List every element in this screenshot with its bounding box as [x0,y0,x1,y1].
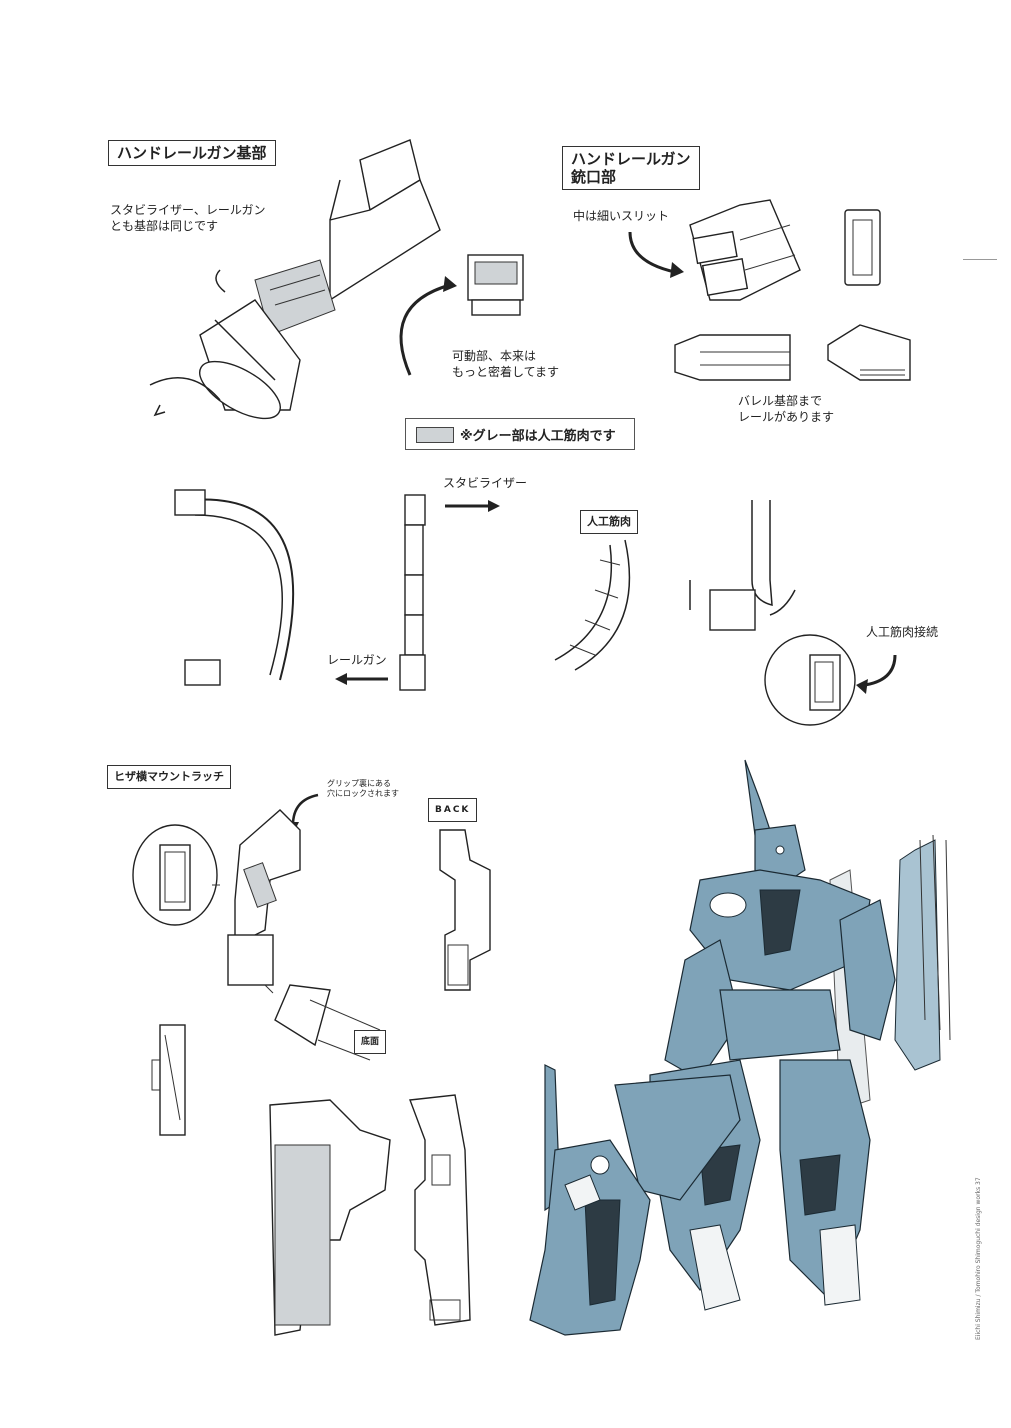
rail-note-line1: バレル基部まで [738,394,823,408]
grip-note-line1: グリップ裏にある [327,779,391,788]
muscle-title: 人工筋肉 [580,510,638,534]
movable-note-line2: もっと密着してます [452,365,560,379]
back-label: BACK [428,798,478,822]
grip-note-line2: 穴にロックされます [327,789,399,798]
legend-swatch [416,427,454,443]
base-note: スタビライザー、レールガン とも基部は同じです [110,202,266,234]
margin-rule [963,259,997,260]
bottom-label: 底面 [354,1030,387,1054]
railgun-label: レールガン [327,653,387,667]
legend: ※グレー部は人工筋肉です [405,418,635,450]
base-note-line1: スタビライザー、レールガン [110,203,266,217]
base-note-line2: とも基部は同じです [110,219,219,233]
knee-latch-title: ヒザ横マウントラッチ [107,765,231,789]
muzzle-title-line2: 銃口部 [571,168,617,186]
legend-text: ※グレー部は人工筋肉です [460,429,616,444]
grip-note: グリップ裏にある 穴にロックされます [327,779,399,799]
movable-note: 可動部、本来は もっと密着してます [452,348,559,380]
rail-note: バレル基部まで レールがあります [738,393,834,425]
side-credit: Eiichi Shimizu / Tomohiro Shimoguchi des… [975,1177,982,1340]
muzzle-title: ハンドレールガン 銃口部 [562,146,700,190]
rail-note-line2: レールがあります [738,410,835,424]
stabilizer-label: スタビライザー [443,476,528,490]
muzzle-title-line1: ハンドレールガン [571,150,691,168]
muscle-connection-label: 人工筋肉接続 [866,625,939,639]
slit-note: 中は細いスリット [573,209,670,223]
movable-note-line1: 可動部、本来は [452,349,537,363]
base-title: ハンドレールガン基部 [108,140,276,166]
